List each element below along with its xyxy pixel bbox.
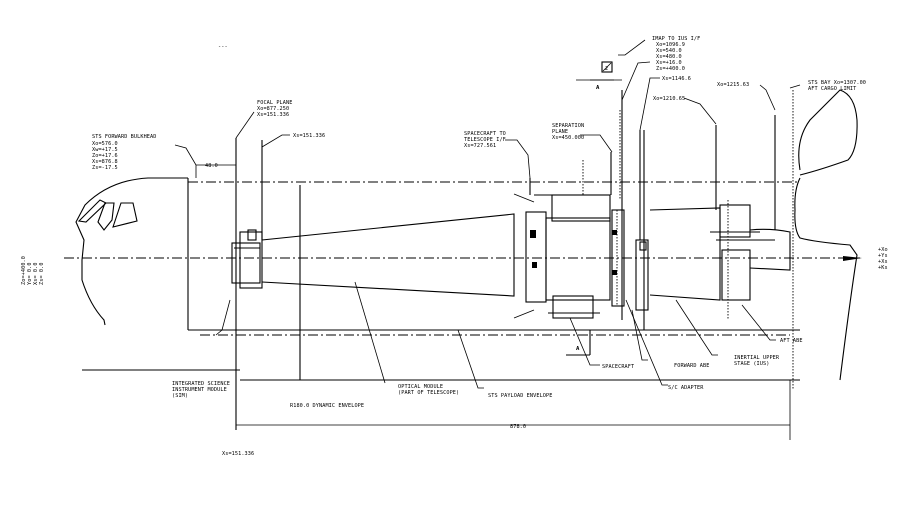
label-separation-plane: SEPARATION PLANE Xs=450.000 <box>552 123 584 141</box>
dim-48: 48.0 <box>205 163 218 169</box>
label-xs-station-1: Xs=1146.6 <box>662 76 691 82</box>
svg-text:OPTICAL MODULE: OPTICAL MODULE <box>398 384 443 390</box>
label-iuss: INERTIAL UPPER STAGE (IUS) <box>734 355 780 367</box>
svg-text:Xs=450.000: Xs=450.000 <box>552 135 584 141</box>
centerline-label-right: +Xo +Ys +Xs +Ks <box>878 247 888 271</box>
label-xs-station: Xs=151.336 <box>293 133 325 139</box>
section-markers <box>570 61 614 356</box>
detail-marker: 2 <box>605 66 608 72</box>
orbiter-tail <box>789 89 858 440</box>
label-sc-adapter: S/C ADAPTER <box>668 385 704 391</box>
label-xs-station-2: Xo=1210.65 <box>653 96 685 102</box>
svg-text:STS BAY Xo=1307.00: STS BAY Xo=1307.00 <box>808 80 866 86</box>
svg-text:+Ys: +Ys <box>878 253 888 259</box>
svg-text:Zs=-17.5: Zs=-17.5 <box>92 165 118 171</box>
station-lines <box>235 90 776 430</box>
svg-text:Zs=+400.0: Zs=+400.0 <box>656 66 685 72</box>
section-marker-top: A <box>596 85 600 91</box>
svg-text:Xs=480.0: Xs=480.0 <box>656 54 682 60</box>
svg-text:+Ks: +Ks <box>878 265 888 271</box>
svg-text:STS FORWARD BULKHEAD: STS FORWARD BULKHEAD <box>92 134 156 140</box>
label-forward-abe: FORWARD ABE <box>674 363 709 369</box>
label-focal-plane: FOCAL PLANE Xo=877.250 Xs=151.336 <box>257 100 292 118</box>
svg-text:IMAP TO IUS I/F: IMAP TO IUS I/F <box>652 36 700 42</box>
svg-text:SEPARATION: SEPARATION <box>552 123 584 129</box>
label-sts-forward-bulkhead: STS FORWARD BULKHEAD Xo=576.0 Xw=+17.5 Z… <box>92 134 156 171</box>
orbiter-nose <box>75 177 188 326</box>
label-sts-payload-envelope: STS PAYLOAD ENVELOPE <box>488 393 552 399</box>
svg-text:Xw=+17.5: Xw=+17.5 <box>92 147 118 153</box>
svg-text:Xs= 0.0: Xs= 0.0 <box>33 262 39 285</box>
svg-text:Zo=+17.6: Zo=+17.6 <box>92 153 118 159</box>
label-overall-length: 878.0 <box>510 424 526 430</box>
section-marker-bottom: A <box>576 346 580 352</box>
label-spacecraft-to-telescope: SPACECRAFT TO TELESCOPE I/F Xs=727.561 <box>464 131 506 149</box>
label-spacecraft: SPACECRAFT <box>602 364 634 370</box>
svg-text:TELESCOPE I/F: TELESCOPE I/F <box>464 137 506 143</box>
label-xo-station-3: Xo=1215.63 <box>717 82 749 88</box>
svg-text:Xs=727.561: Xs=727.561 <box>464 143 496 149</box>
svg-text:Xs=540.0: Xs=540.0 <box>656 48 682 54</box>
payload-bay-envelope <box>82 178 800 381</box>
svg-text:Zs= 0.0: Zs= 0.0 <box>39 262 45 285</box>
svg-text:Zo=+400.0: Zo=+400.0 <box>21 256 27 285</box>
svg-text:FOCAL PLANE: FOCAL PLANE <box>257 100 292 106</box>
svg-text:Xs=876.8: Xs=876.8 <box>92 159 118 165</box>
svg-text:INERTIAL UPPER: INERTIAL UPPER <box>734 355 780 361</box>
svg-text:INSTRUMENT MODULE: INSTRUMENT MODULE <box>172 387 227 393</box>
label-dynamic-envelope: R180.0 DYNAMIC ENVELOPE <box>290 403 364 409</box>
label-ius-interface: IMAP TO IUS I/F Xo=1096.9 Xs=540.0 Xs=48… <box>652 36 700 72</box>
centerline-label-left: Zo=+400.0 Yo= 0.0 Xs= 0.0 Zs= 0.0 <box>21 256 45 285</box>
svg-text:+Xs: +Xs <box>878 259 888 265</box>
svg-text:Xo=576.0: Xo=576.0 <box>92 141 118 147</box>
svg-text:PLANE: PLANE <box>552 129 568 135</box>
svg-text:SPACECRAFT TO: SPACECRAFT TO <box>464 131 506 137</box>
label-bottom-station: Xs=151.336 <box>222 451 254 457</box>
label-aft-abe: AFT ABE <box>780 338 803 344</box>
telescope-assembly <box>231 185 791 380</box>
svg-text:AFT CARGO LIMIT: AFT CARGO LIMIT <box>808 86 856 92</box>
label-integrated-instrument: INTEGRATED SCIENCE INSTRUMENT MODULE (SI… <box>172 381 230 399</box>
centerline <box>64 256 862 261</box>
svg-text:Xs=151.336: Xs=151.336 <box>257 112 289 118</box>
svg-text:(PART OF TELESCOPE): (PART OF TELESCOPE) <box>398 390 459 396</box>
svg-text:Xs=+16.0: Xs=+16.0 <box>656 60 682 66</box>
top-marker: --- <box>218 44 228 50</box>
svg-text:Xo=1096.9: Xo=1096.9 <box>656 42 685 48</box>
leader-lines <box>174 39 801 389</box>
svg-text:INTEGRATED SCIENCE: INTEGRATED SCIENCE <box>172 381 230 387</box>
svg-text:(SIM): (SIM) <box>172 393 188 399</box>
label-sts-aft-limit: STS BAY Xo=1307.00 AFT CARGO LIMIT <box>808 80 866 92</box>
svg-text:STAGE (IUS): STAGE (IUS) <box>734 361 769 367</box>
svg-text:+Xo: +Xo <box>878 247 888 253</box>
label-optical-module: OPTICAL MODULE (PART OF TELESCOPE) <box>398 384 459 396</box>
svg-text:Yo= 0.0: Yo= 0.0 <box>27 262 33 285</box>
svg-text:Xo=877.250: Xo=877.250 <box>257 106 289 112</box>
